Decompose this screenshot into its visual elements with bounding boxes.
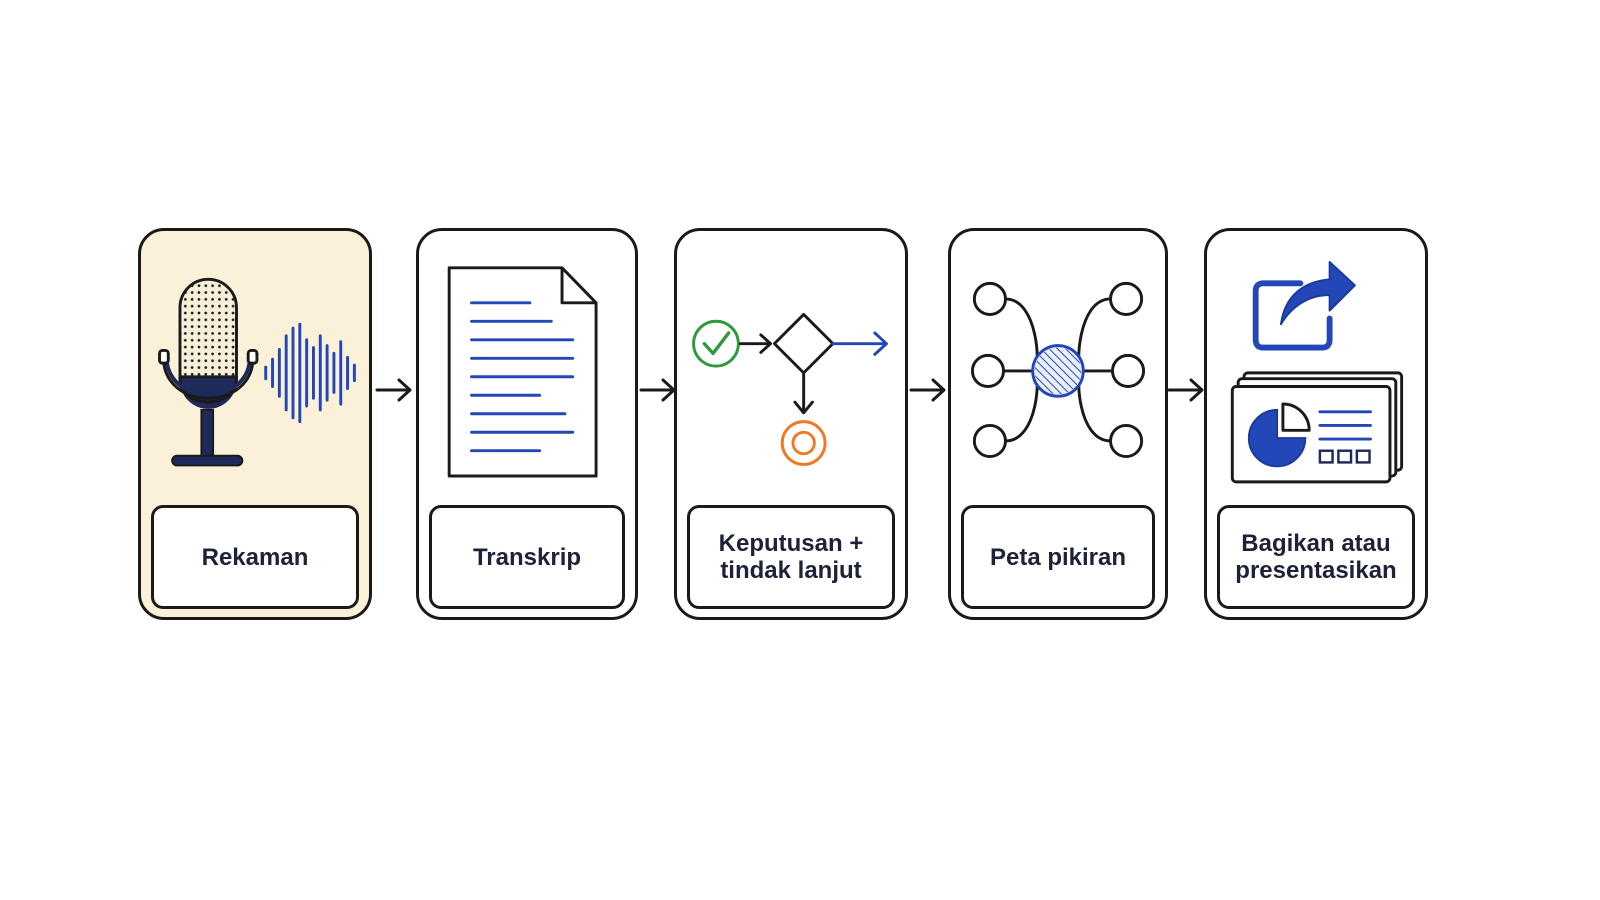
decision-flow-icon bbox=[677, 231, 905, 506]
step-label-rekaman: Rekaman bbox=[201, 543, 309, 571]
arrow-right-icon bbox=[639, 378, 676, 402]
step-label-box: Keputusan + tindak lanjut bbox=[687, 505, 895, 609]
share-icon bbox=[1207, 231, 1425, 506]
microphone-icon bbox=[141, 231, 369, 506]
arrow-right-icon bbox=[1167, 378, 1204, 402]
document-icon bbox=[419, 231, 635, 506]
step-card-peta-pikiran: Peta pikiran bbox=[948, 228, 1168, 620]
step-card-transkrip: Transkrip bbox=[416, 228, 638, 620]
arrow-right-icon bbox=[375, 378, 412, 402]
step-card-rekaman: Rekaman bbox=[138, 228, 372, 620]
arrow-right-icon bbox=[909, 378, 946, 402]
step-label-box: Transkrip bbox=[429, 505, 625, 609]
step-label-peta-pikiran: Peta pikiran bbox=[989, 543, 1127, 571]
step-label-keputusan: Keputusan + tindak lanjut bbox=[718, 530, 864, 584]
mind-map-icon bbox=[951, 231, 1165, 506]
step-label-box: Peta pikiran bbox=[961, 505, 1155, 609]
step-label-transkrip: Transkrip bbox=[472, 543, 582, 571]
step-label-box: Bagikan atau presentasikan bbox=[1217, 505, 1415, 609]
step-card-bagikan: Bagikan atau presentasikan bbox=[1204, 228, 1428, 620]
step-label-box: Rekaman bbox=[151, 505, 359, 609]
step-card-keputusan: Keputusan + tindak lanjut bbox=[674, 228, 908, 620]
step-label-bagikan: Bagikan atau presentasikan bbox=[1235, 530, 1397, 584]
